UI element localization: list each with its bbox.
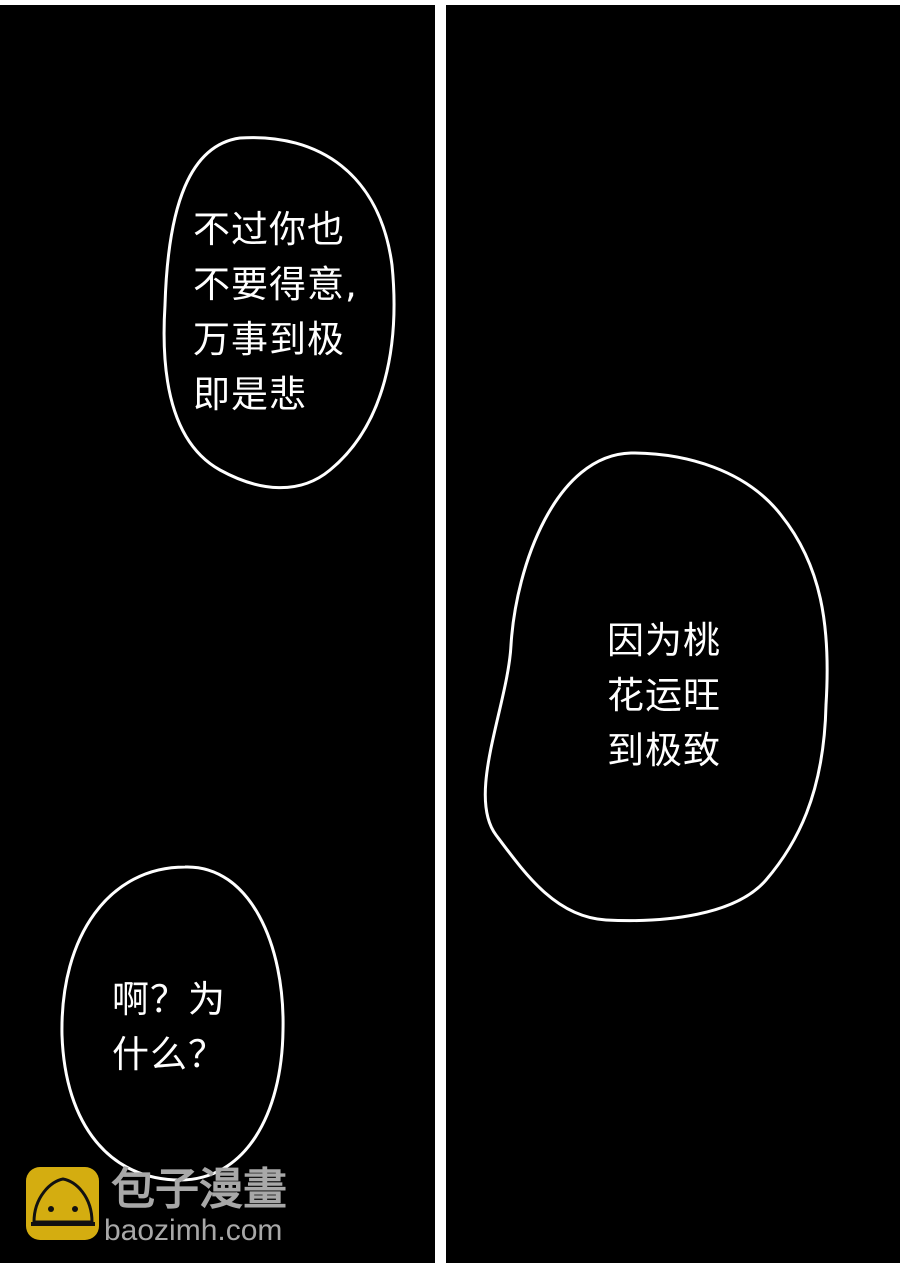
speech-bubbles-left: [60, 136, 396, 1182]
comic-panel-left: 不过你也不要得意,万事到极即是悲 啊？为什么？: [0, 5, 435, 1263]
dialogue-text: 因为桃花运旺到极致: [607, 619, 721, 772]
comic-panel-right: 因为桃花运旺到极致: [446, 5, 900, 1263]
speech-bubbles-right: [483, 451, 829, 923]
speech-bubble-outline: [60, 865, 285, 1182]
bun-logo-icon: [26, 1167, 99, 1240]
speech-bubble-outline: [162, 136, 396, 490]
watermark-url: baozimh.com: [104, 1214, 283, 1247]
watermark-name: 包子漫畫: [111, 1164, 287, 1215]
dialogue-text: 啊？为什么？: [112, 978, 226, 1076]
dialogue-text: 不过你也不要得意,万事到极即是悲: [193, 208, 358, 416]
speech-bubble-outline: [483, 451, 829, 923]
